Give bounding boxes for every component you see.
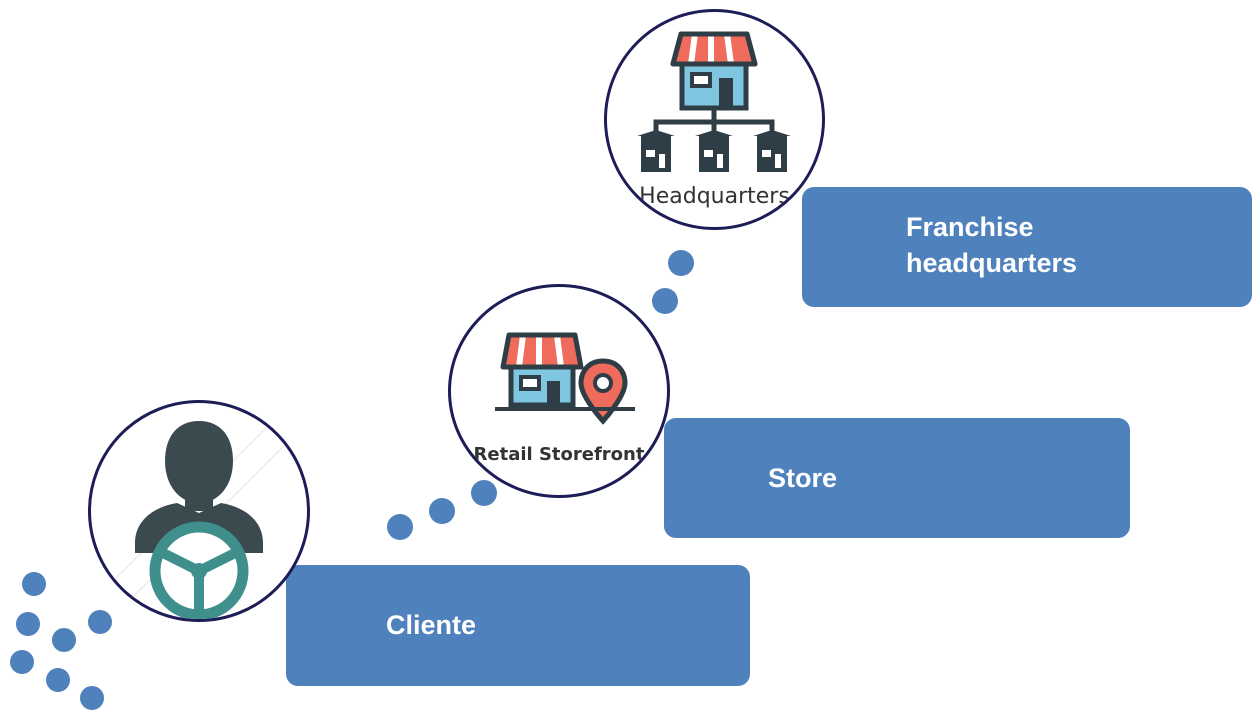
step-box-client: Cliente: [286, 565, 750, 686]
step-label-headquarters: Franchise headquarters: [906, 212, 1078, 279]
connector-dot: [52, 628, 76, 652]
connector-dot: [22, 572, 46, 596]
connector-dot: [16, 612, 40, 636]
store-icon-caption: Retail Storefront: [473, 444, 645, 465]
headquarters-icon-circle: Headquarters: [604, 9, 825, 230]
connector-dot: [10, 650, 34, 674]
step-box-headquarters: Franchise headquarters: [802, 187, 1252, 307]
step-box-store: Store: [664, 418, 1130, 538]
retail-storefront-icon: [495, 332, 635, 425]
connector-dot: [387, 514, 413, 540]
connector-dot: [429, 498, 455, 524]
connector-dot: [46, 668, 70, 692]
connector-dot: [668, 250, 694, 276]
headquarters-icon-caption: Headquarters: [639, 184, 790, 209]
connector-dot: [80, 686, 104, 710]
driver-icon: [110, 421, 288, 619]
store-icon-circle: Retail Storefront: [448, 284, 670, 498]
connector-dot: [652, 288, 678, 314]
connector-dot: [88, 610, 112, 634]
step-label-client: Cliente: [386, 610, 477, 640]
franchise-headquarters-icon: [637, 31, 791, 172]
connector-dot: [471, 480, 497, 506]
step-label-store: Store: [768, 463, 838, 493]
client-icon-circle: [88, 400, 310, 622]
